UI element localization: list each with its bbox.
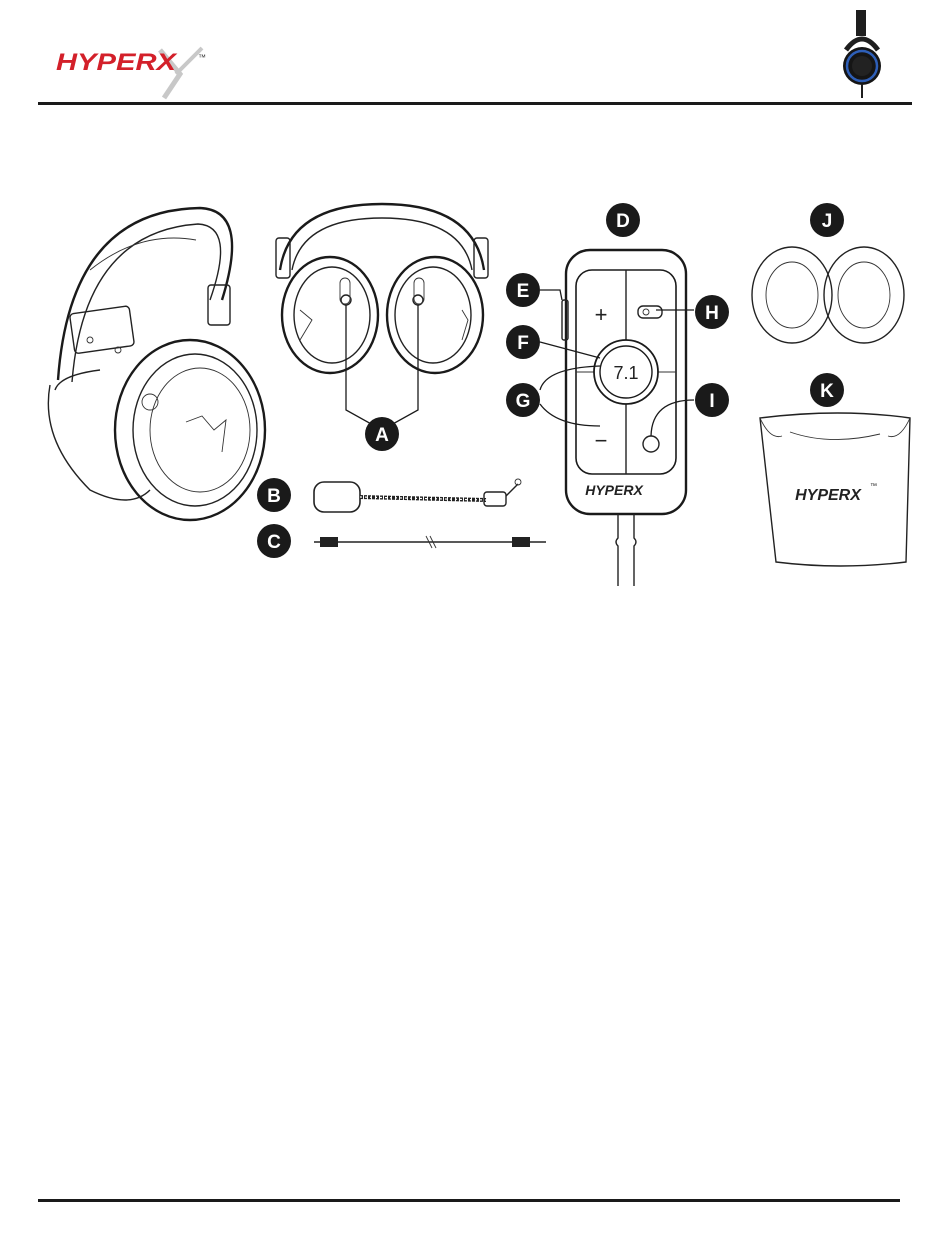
callout-i-label: I: [709, 391, 714, 412]
leader-a: [346, 305, 418, 430]
headset-front-view: [276, 204, 488, 373]
callout-d: D: [606, 203, 640, 237]
callout-a: A: [365, 417, 399, 451]
callout-h: H: [695, 295, 729, 329]
footer-divider: [38, 1199, 900, 1202]
package-contents-diagram: 7.1 + − HYPERX HYPERX ™ A B: [0, 190, 950, 610]
usb-audio-control-box: 7.1 + − HYPERX: [562, 250, 686, 586]
header-divider: [38, 102, 912, 105]
callout-c: C: [257, 524, 291, 558]
callout-f: F: [506, 325, 540, 359]
callout-e: E: [506, 273, 540, 307]
callout-j-label: J: [822, 211, 833, 232]
detachable-microphone: [314, 479, 521, 512]
callout-g-label: G: [516, 391, 531, 412]
callout-k: K: [810, 373, 844, 407]
callout-b-label: B: [267, 486, 281, 507]
callout-e-label: E: [517, 281, 530, 302]
callout-d-label: D: [616, 211, 630, 232]
volume-up-symbol: +: [595, 302, 608, 327]
callout-g: G: [506, 383, 540, 417]
callout-h-label: H: [705, 303, 719, 324]
volume-down-symbol: −: [595, 428, 608, 453]
spare-ear-cushions: [752, 247, 904, 343]
pouch-trademark: ™: [870, 483, 877, 490]
headset-side-view: [48, 208, 265, 520]
pouch-brand: HYPERX: [795, 487, 862, 504]
callout-c-label: C: [267, 532, 281, 553]
hyperx-logo: HYPERX ™: [52, 44, 212, 100]
controller-brand: HYPERX: [585, 482, 644, 498]
surround-mode-label: 7.1: [613, 363, 638, 383]
callout-a-label: A: [375, 425, 389, 446]
headset-thumbnail: [836, 10, 888, 100]
callout-k-label: K: [820, 381, 834, 402]
extension-cable: [314, 536, 546, 548]
mesh-carry-pouch: HYPERX ™: [760, 413, 910, 566]
callout-i: I: [695, 383, 729, 417]
callout-j: J: [810, 203, 844, 237]
logo-trademark: ™: [198, 53, 206, 62]
callout-f-label: F: [517, 333, 529, 354]
logo-wordmark: HYPERX: [56, 49, 178, 76]
callout-b: B: [257, 478, 291, 512]
